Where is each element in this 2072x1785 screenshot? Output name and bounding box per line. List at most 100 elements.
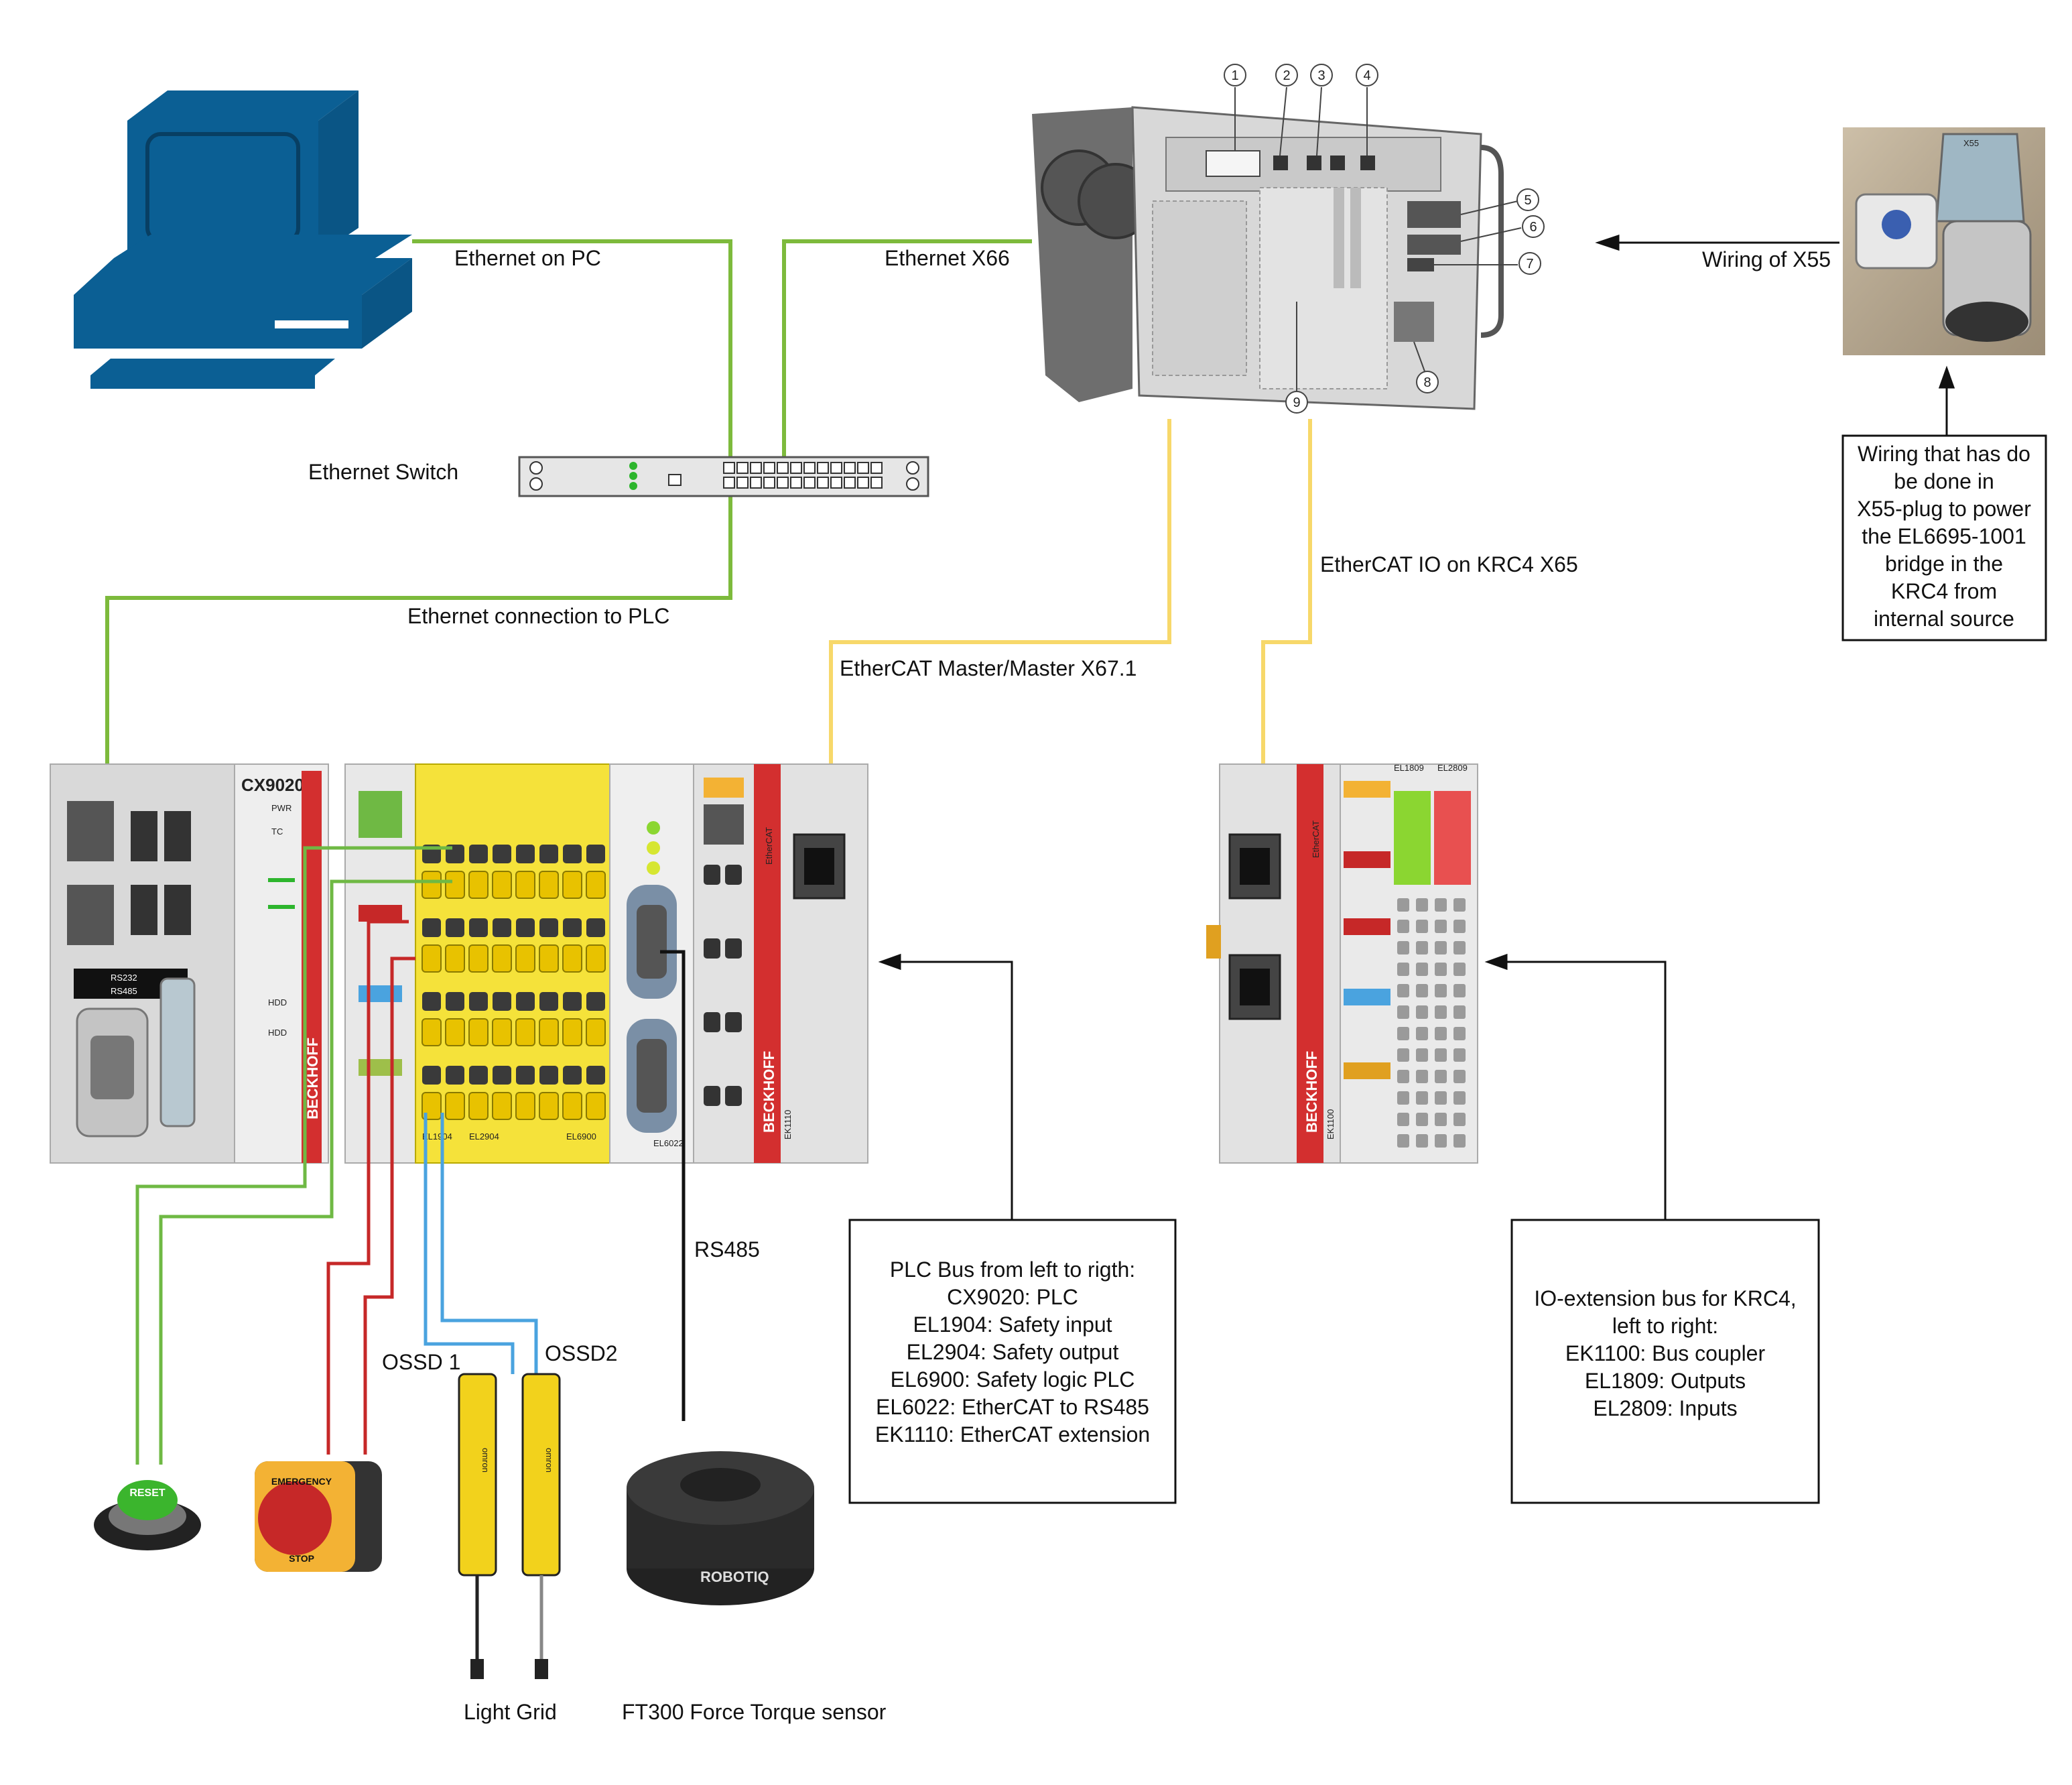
switch-port <box>830 462 842 474</box>
switch-port <box>857 462 869 474</box>
terminal-spring <box>539 871 559 899</box>
terminal-clamp <box>516 918 535 937</box>
beckhoff-label-ek1100: BECKHOFF <box>1303 1051 1320 1133</box>
ethercat-master-label: EtherCAT Master/Master X67.1 <box>840 656 1137 680</box>
callout-number: 7 <box>1526 257 1533 271</box>
ethercat-label-ek1100: EtherCAT <box>1311 820 1321 858</box>
stop-label: STOP <box>289 1553 314 1564</box>
terminal-spring <box>586 1018 606 1046</box>
terminal-spring <box>539 1018 559 1046</box>
terminal-clamp <box>539 845 558 863</box>
io-bus-note-line: EK1100: Bus coupler <box>1565 1341 1766 1365</box>
beckhoff-label-cx: BECKHOFF <box>304 1038 321 1119</box>
safety-terminals: EL1904 EL2904 EL6900 <box>415 763 610 1164</box>
terminal-clamp <box>586 918 605 937</box>
ethercat-master-cable <box>829 419 1171 845</box>
io-clamp <box>1453 941 1466 955</box>
terminal-clamp <box>516 992 535 1011</box>
io-clamp <box>1453 1070 1466 1083</box>
io-clamp <box>1416 941 1428 955</box>
ethernet-pc-cable <box>412 239 732 457</box>
terminal-clamp <box>539 992 558 1011</box>
switch-port <box>870 462 883 474</box>
plc-bus-note-line: EL6900: Safety logic PLC <box>891 1367 1135 1392</box>
switch-port <box>777 462 789 474</box>
terminal-spring <box>468 1018 489 1046</box>
ethercat-cables <box>829 419 1312 845</box>
el6022-label: EL6022 <box>653 1138 684 1148</box>
io-bus-note-line: EL1809: Outputs <box>1585 1369 1746 1393</box>
plc-bus-note-line: EL2904: Safety output <box>907 1340 1119 1364</box>
callout-circle <box>1285 391 1308 414</box>
ethercat-label-ek1110: EtherCAT <box>764 827 774 865</box>
ethernet-x66-cable <box>782 239 1032 457</box>
terminal-spring <box>445 1018 465 1046</box>
omron-label-2: omron <box>544 1448 554 1473</box>
x55-note-arrow <box>1938 365 1955 436</box>
io-bus-arrow <box>1484 953 1667 1220</box>
terminal-clamp <box>446 992 464 1011</box>
terminal-clamp <box>469 845 488 863</box>
beckhoff-label-ek1110: BECKHOFF <box>761 1051 777 1133</box>
plc-bus-note-text: PLC Bus from left to rigth:CX9020: PLCEL… <box>875 1257 1150 1447</box>
callout-number: 6 <box>1529 220 1537 235</box>
switch-port <box>803 477 816 489</box>
x55-note-line: internal source <box>1874 607 2014 631</box>
switch-port <box>844 477 856 489</box>
hdd-label-1: HDD <box>268 997 287 1007</box>
emergency-label: EMERGENCY <box>271 1476 332 1487</box>
ek1110-terminal: BECKHOFF EtherCAT EK1110 <box>693 763 868 1164</box>
field-wiring <box>135 846 686 1465</box>
terminal-clamp <box>446 918 464 937</box>
ethercat-io-cable <box>1261 419 1312 845</box>
terminal-spring <box>422 1018 442 1046</box>
switch-port <box>857 477 869 489</box>
cx9020-plc: RS232 RS485 CX9020 PWR TC HDD HDD BECKHO… <box>50 763 329 1164</box>
terminal-clamp <box>725 1086 742 1106</box>
ossd2-wire <box>440 1113 538 1374</box>
pc-icon <box>74 90 412 389</box>
io-clamp <box>1397 941 1409 955</box>
switch-port <box>817 477 829 489</box>
ethernet-cables <box>105 239 1032 804</box>
x55-note-line: bridge in the <box>1885 552 2003 576</box>
io-clamp <box>1397 898 1409 912</box>
el6900-label: EL6900 <box>566 1131 596 1142</box>
terminal-spring <box>515 1092 535 1120</box>
io-clamp <box>1397 1027 1409 1040</box>
terminal-spring <box>515 944 535 973</box>
io-clamp <box>1397 1113 1409 1126</box>
emergency-stop: EMERGENCY STOP <box>255 1461 382 1572</box>
terminal-clamp <box>539 1066 558 1085</box>
terminal-spring <box>445 1092 465 1120</box>
terminal-spring <box>586 944 606 973</box>
io-clamp <box>1416 898 1428 912</box>
terminal-spring <box>562 1018 582 1046</box>
ossd1-label: OSSD 1 <box>382 1350 460 1374</box>
cx9020-label: CX9020 <box>241 775 304 795</box>
terminal-clamp <box>422 918 441 937</box>
io-clamp <box>1397 1005 1409 1019</box>
terminal-spring <box>539 1092 559 1120</box>
pwr-label: PWR <box>271 803 292 813</box>
callout-circle <box>1522 215 1545 238</box>
x55-note-line: be done in <box>1894 469 1994 493</box>
x55-note-box <box>1841 434 2047 641</box>
terminal-clamp <box>586 992 605 1011</box>
io-clamp <box>1397 920 1409 933</box>
terminal-clamp <box>422 992 441 1011</box>
callout-circle <box>1275 64 1298 86</box>
io-clamp <box>1435 963 1447 976</box>
ethernet-plc-label: Ethernet connection to PLC <box>407 604 669 628</box>
robotiq-label: ROBOTIQ <box>700 1568 769 1585</box>
terminal-clamp <box>493 918 511 937</box>
terminal-spring <box>445 944 465 973</box>
ek1100-io-extension: BECKHOFF EtherCAT EK1100 EL1809 EL2809 <box>1206 763 1478 1164</box>
callout-circle <box>1516 188 1539 211</box>
switch-port <box>763 462 775 474</box>
x55-note-line: X55-plug to power <box>1857 497 2031 521</box>
switch-port <box>736 462 749 474</box>
terminal-clamp <box>563 992 582 1011</box>
io-clamp <box>1453 1134 1466 1148</box>
